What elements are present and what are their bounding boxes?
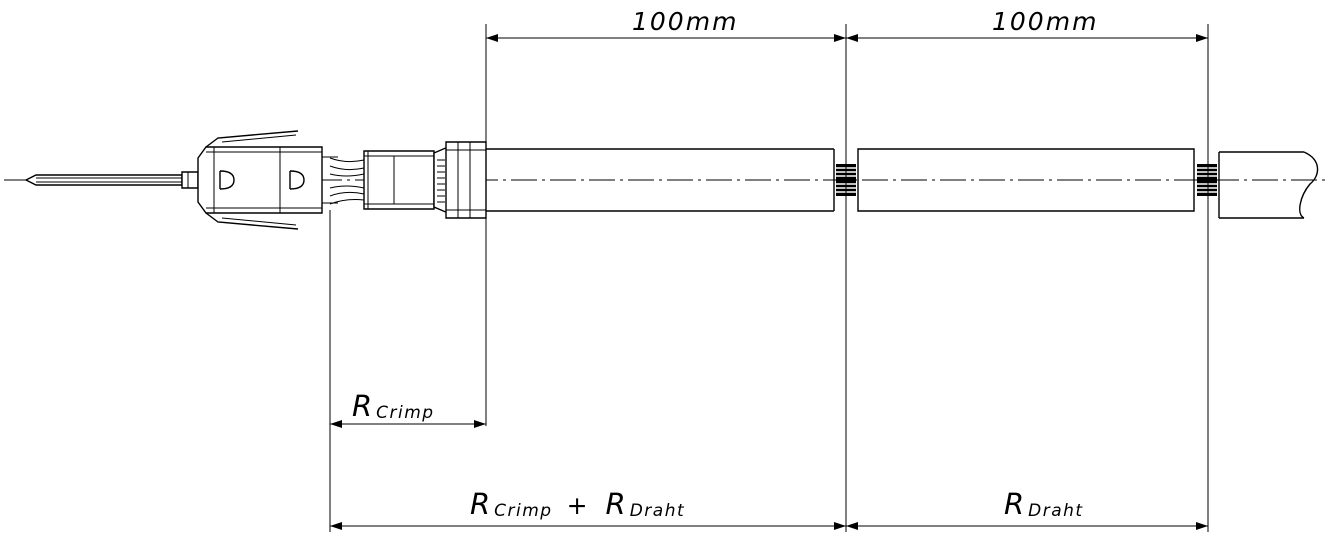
crimp-ferrule [329,141,487,219]
contact-body [197,130,338,230]
cable-segment-1 [486,148,835,212]
dimension-label-top-right: 100mm [992,7,1098,36]
contact-pin [24,171,199,189]
cable-segment-2 [857,148,1195,212]
cable-end-break [1218,151,1319,219]
dimension-label-top-left: 100mm [632,7,738,36]
exposed-conductors-2 [1197,164,1217,196]
extension-lines [329,24,1209,532]
